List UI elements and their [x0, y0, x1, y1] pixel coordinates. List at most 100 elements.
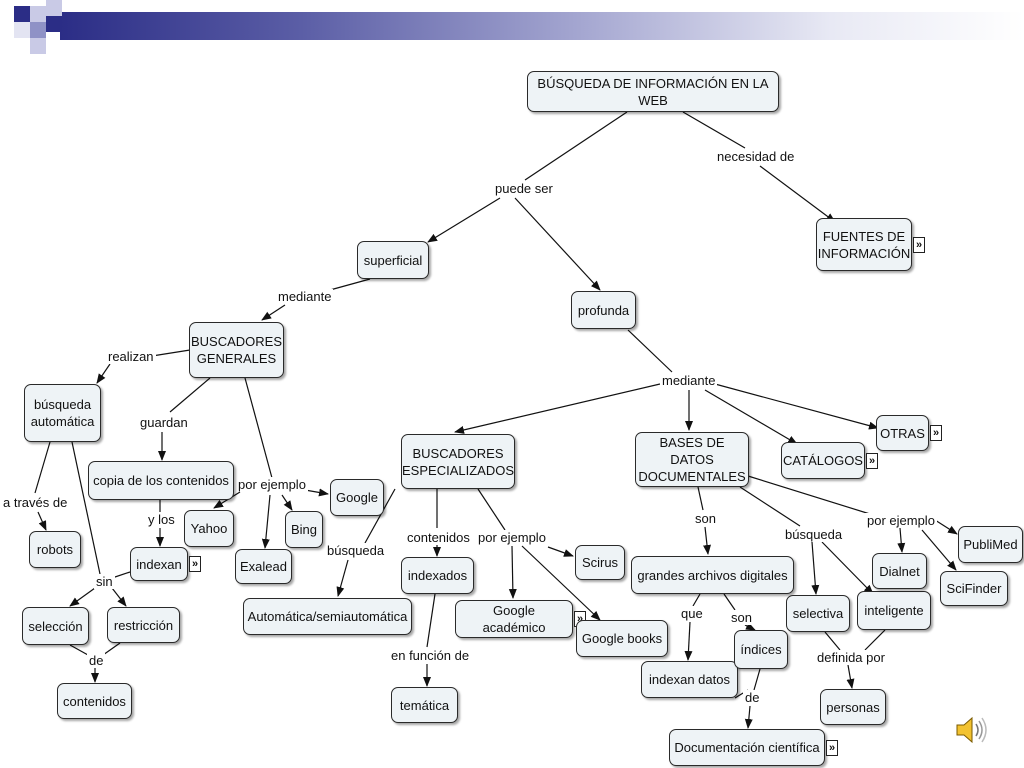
expand-icon[interactable]: » — [913, 236, 925, 253]
node-label: SciFinder — [946, 581, 1002, 596]
node-indices[interactable]: índices — [734, 630, 788, 669]
node-superficial[interactable]: superficial — [357, 241, 429, 279]
line-que-indexandatos — [684, 621, 693, 661]
line-root-necesidad — [682, 111, 746, 149]
node-label: Documentación científica — [674, 740, 820, 755]
line-pe-bing — [281, 494, 293, 511]
node-label: superficial — [363, 252, 423, 268]
node-robots[interactable]: robots — [29, 531, 81, 568]
node-catalogos[interactable]: CATÁLOGOS» — [781, 442, 878, 479]
line-pe-google — [304, 488, 329, 497]
node-label: Google académico — [482, 603, 546, 635]
deco-square — [14, 22, 30, 38]
node-seleccion[interactable]: selección — [22, 607, 89, 645]
line-root-puede — [524, 111, 628, 181]
node-label: indexan datos — [649, 672, 730, 687]
node-bases-de-datos-documentales[interactable]: BASES DE DATOS DOCUMENTALES — [635, 432, 749, 487]
node-google-books[interactable]: Google books — [576, 620, 668, 657]
line-pe-publimed — [934, 519, 958, 535]
line-pe-scifinder — [921, 529, 957, 571]
node-indexan[interactable]: indexan » — [130, 547, 201, 581]
line-grandes-son — [723, 593, 736, 611]
line-inteligente-definida — [864, 629, 886, 651]
expand-icon[interactable]: » — [189, 556, 201, 572]
line-bg-guardan — [169, 377, 211, 413]
node-label: robots — [36, 542, 74, 557]
line-mediante-catalogos — [704, 389, 798, 445]
node-root[interactable]: BÚSQUEDA DE INFORMACIÓN EN LA WEB — [527, 71, 779, 112]
node-dialnet[interactable]: Dialnet — [872, 553, 927, 589]
link-label-de: de — [87, 653, 106, 668]
node-contenidos[interactable]: contenidos — [57, 683, 132, 719]
node-personas[interactable]: personas — [820, 689, 886, 725]
line-seleccion-de — [69, 644, 89, 656]
link-label-por-ejemplo: por ejemplo — [236, 477, 308, 492]
line-indices-de — [753, 668, 761, 691]
deco-square — [30, 38, 46, 54]
speaker-icon[interactable] — [955, 715, 991, 745]
node-documentacion-cientifica[interactable]: Documentación científica » — [669, 729, 838, 766]
node-exalead[interactable]: Exalead — [235, 549, 292, 584]
node-grandes-archivos-digitales[interactable]: grandes archivos digitales — [631, 556, 794, 594]
node-yahoo[interactable]: Yahoo — [184, 510, 234, 547]
node-label: restricción — [113, 617, 174, 633]
node-label: BUSCADORES ESPECIALIZADOS — [402, 445, 514, 478]
line-mediante-be — [454, 383, 661, 434]
node-label: PubliMed — [963, 537, 1018, 552]
link-label-por-ejemplo: por ejemplo — [476, 530, 548, 545]
line-pe-scirus — [547, 546, 574, 557]
node-label: grandes archivos digitales — [637, 567, 788, 583]
node-label: inteligente — [864, 603, 924, 618]
expand-icon[interactable]: » — [930, 425, 942, 441]
link-label-necesidad-de: necesidad de — [715, 149, 797, 164]
node-busqueda-automatica[interactable]: búsqueda automática — [24, 384, 101, 442]
node-inteligente[interactable]: inteligente — [857, 591, 931, 630]
node-restriccion[interactable]: restricción — [107, 607, 180, 643]
node-bing[interactable]: Bing — [285, 511, 323, 548]
link-label-en-funcion-de: en función de — [389, 648, 472, 663]
node-scirus[interactable]: Scirus — [575, 545, 625, 580]
node-label: indexan — [136, 556, 182, 572]
link-label-por-ejemplo: por ejemplo — [865, 513, 937, 528]
expand-icon[interactable]: » — [866, 452, 878, 469]
line-busqueda-auto — [336, 559, 349, 597]
link-label-de: de — [743, 690, 762, 705]
line-bg-realizan — [151, 349, 191, 357]
node-google[interactable]: Google — [330, 479, 384, 516]
node-buscadores-generales[interactable]: BUSCADORES GENERALES — [189, 322, 284, 378]
node-publimed[interactable]: PubliMed — [958, 526, 1023, 563]
link-label-que: que — [679, 606, 705, 621]
line-atraves-robots — [37, 511, 47, 531]
line-bd-busqueda — [739, 486, 801, 527]
line-pe-gacademico — [508, 545, 517, 599]
node-label: contenidos — [63, 693, 126, 709]
deco-square — [46, 0, 62, 16]
line-busqueda-inteligente — [821, 541, 874, 595]
node-label: Yahoo — [190, 521, 228, 536]
node-copia-de-los-contenidos[interactable]: copia de los contenidos — [88, 461, 234, 500]
line-bd-porejemplo — [747, 475, 871, 515]
node-automatica-semiautomatica[interactable]: Automática/semiautomática — [243, 598, 412, 635]
node-indexan-datos[interactable]: indexan datos — [641, 661, 738, 698]
node-label: Google books — [581, 631, 663, 646]
node-label: OTRAS — [880, 425, 925, 441]
line-son-grandes — [703, 526, 711, 555]
node-selectiva[interactable]: selectiva — [786, 595, 850, 632]
node-profunda[interactable]: profunda — [571, 291, 636, 329]
line-necesidad-fuentes — [759, 165, 836, 223]
node-fuentes-de-informacion[interactable]: FUENTES DE INFORMACIÓN» — [816, 218, 925, 271]
node-google-academico[interactable]: Google académico» — [455, 600, 586, 638]
line-pe-gbooks — [521, 545, 601, 621]
expand-icon[interactable]: » — [826, 739, 838, 756]
line-grandes-que — [692, 593, 701, 607]
line-pe-dialnet — [897, 527, 906, 553]
node-buscadores-especializados[interactable]: BUSCADORES ESPECIALIZADOS — [401, 434, 515, 489]
node-scifinder[interactable]: SciFinder — [940, 571, 1008, 606]
link-label-son: son — [729, 610, 754, 625]
node-indexados[interactable]: indexados — [401, 557, 474, 594]
node-label: selectiva — [792, 606, 844, 621]
node-tematica[interactable]: temática — [391, 687, 458, 723]
node-label: indexados — [407, 568, 468, 583]
node-otras[interactable]: OTRAS » — [876, 415, 942, 451]
line-ba-atraves — [34, 441, 51, 494]
